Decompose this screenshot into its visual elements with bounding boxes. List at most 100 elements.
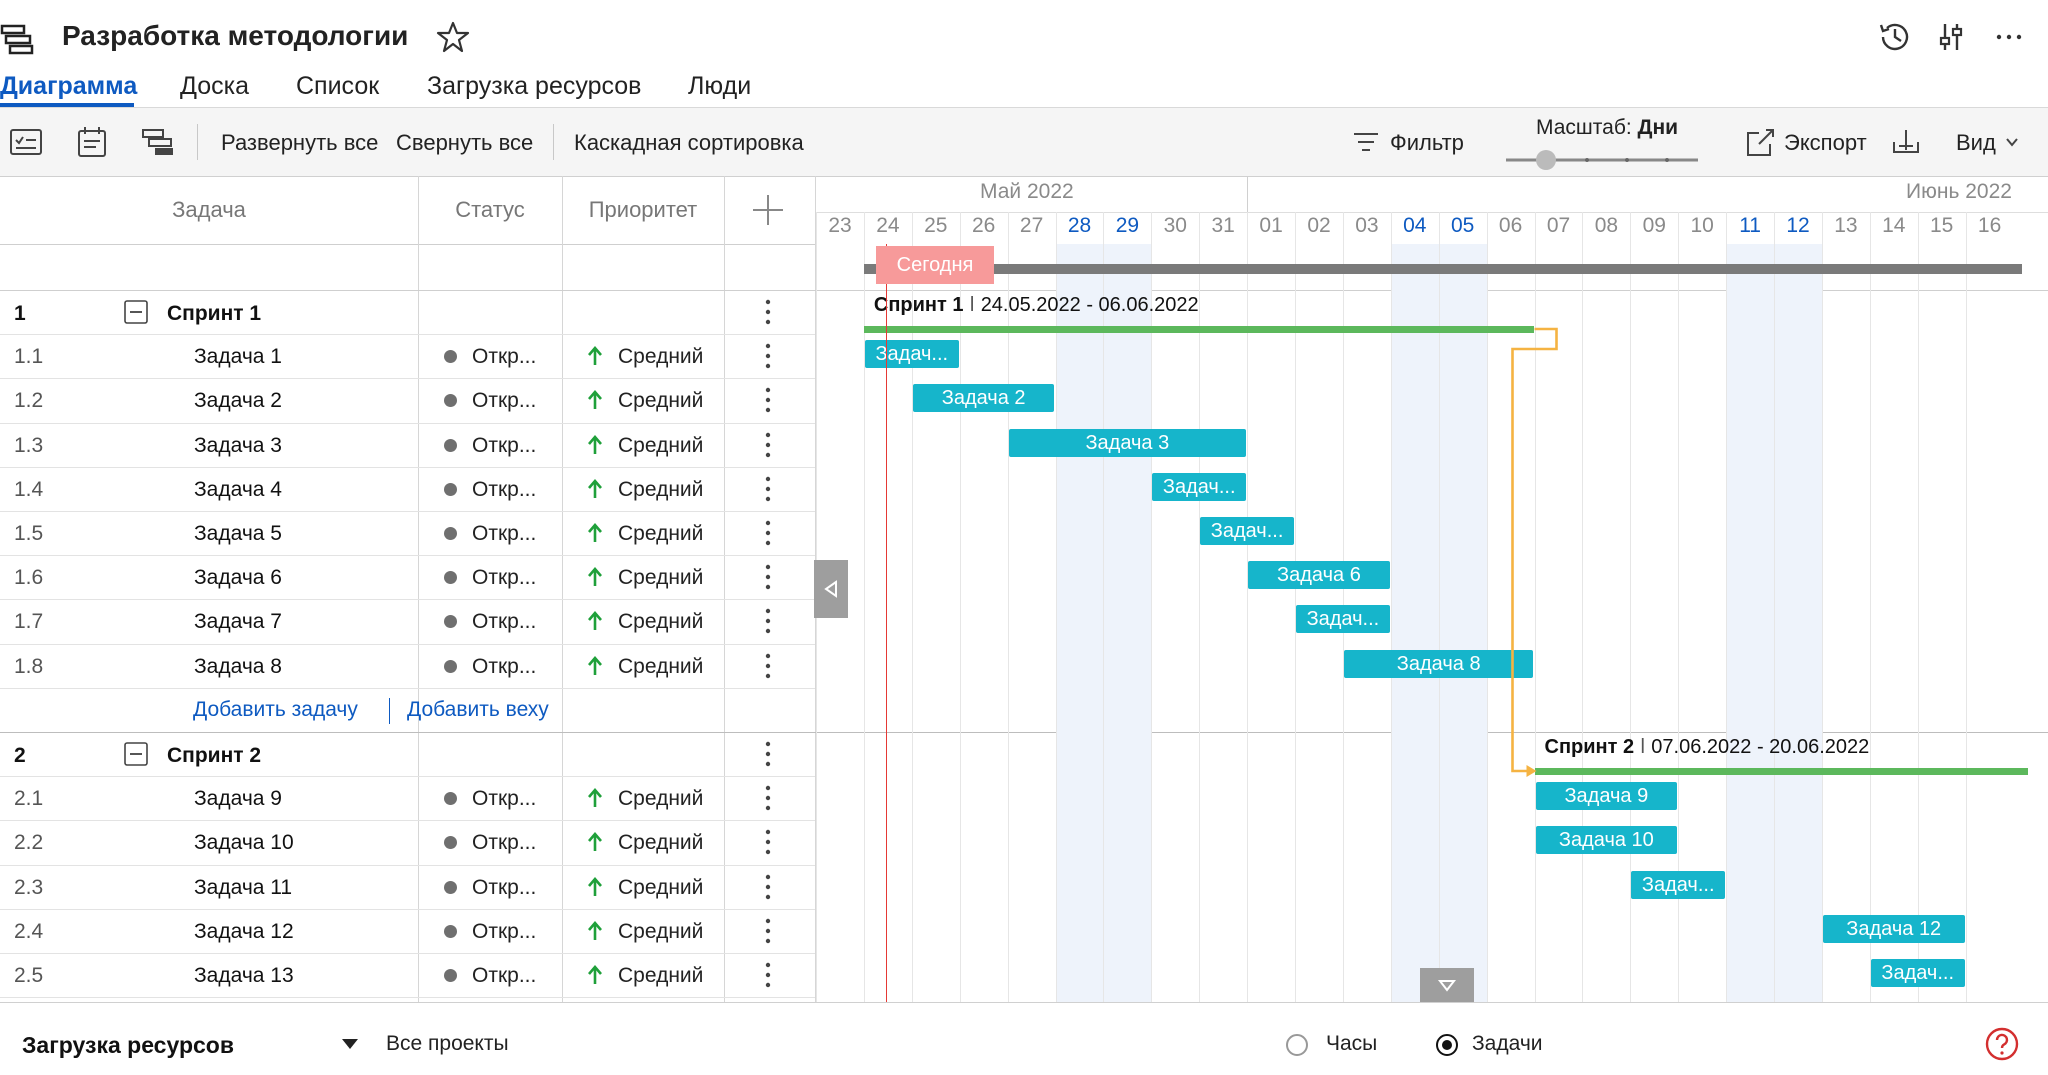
task-priority[interactable]: Средний	[618, 345, 704, 369]
tab-list[interactable]: Список	[296, 72, 380, 100]
task-priority[interactable]: Средний	[618, 433, 704, 457]
task-name[interactable]: Задача 3	[194, 433, 282, 457]
collapse-toggle-icon[interactable]	[124, 742, 148, 766]
column-header-task[interactable]: Задача	[172, 197, 246, 222]
task-name[interactable]: Задача 9	[194, 787, 282, 811]
sprint-summary-bar[interactable]	[863, 326, 1535, 333]
more-icon[interactable]	[1990, 18, 2028, 56]
task-bar[interactable]: Задач...	[864, 340, 959, 369]
kebab-menu-icon[interactable]	[764, 784, 772, 812]
kebab-menu-icon[interactable]	[764, 652, 772, 680]
sprint-name[interactable]: Спринт 2	[167, 744, 262, 767]
caret-down-icon[interactable]	[340, 1036, 360, 1052]
radio-hours[interactable]	[1286, 1034, 1308, 1056]
task-name[interactable]: Задача 6	[194, 566, 282, 590]
scroll-down-handle[interactable]	[1420, 968, 1474, 1002]
task-priority[interactable]: Средний	[618, 831, 704, 855]
kebab-menu-icon[interactable]	[764, 917, 772, 945]
sprint-summary-bar[interactable]	[1534, 768, 2028, 775]
radio-hours-label[interactable]: Часы	[1326, 1032, 1378, 1055]
task-priority[interactable]: Средний	[618, 964, 704, 987]
tab-diagram[interactable]: Диаграмма	[0, 72, 138, 100]
kebab-menu-icon[interactable]	[764, 475, 772, 503]
kebab-menu-icon[interactable]	[764, 961, 772, 989]
tab-people[interactable]: Люди	[688, 72, 752, 100]
task-bar[interactable]: Задач...	[1631, 870, 1726, 899]
task-bar[interactable]: Задача 8	[1343, 649, 1534, 678]
kebab-menu-icon[interactable]	[764, 342, 772, 370]
collapse-grid-handle[interactable]	[814, 560, 848, 618]
task-status[interactable]: Откр...	[472, 345, 537, 369]
task-priority[interactable]: Средний	[618, 875, 704, 899]
radio-tasks-label[interactable]: Задачи	[1472, 1032, 1543, 1055]
task-bar[interactable]: Задача 3	[1008, 428, 1247, 457]
column-header-priority[interactable]: Приоритет	[588, 197, 698, 222]
task-status[interactable]: Откр...	[472, 919, 537, 943]
task-status[interactable]: Откр...	[472, 477, 537, 501]
tab-board[interactable]: Доска	[180, 72, 250, 100]
checklist-icon[interactable]	[8, 124, 44, 160]
task-bar[interactable]: Задача 12	[1822, 914, 1965, 943]
history-icon[interactable]	[1876, 18, 1914, 56]
kebab-menu-icon[interactable]	[764, 519, 772, 547]
radio-tasks[interactable]	[1436, 1034, 1458, 1056]
filter-button[interactable]: Фильтр	[1390, 130, 1464, 155]
task-name[interactable]: Задача 12	[194, 919, 294, 943]
kebab-menu-icon[interactable]	[764, 386, 772, 414]
task-status[interactable]: Откр...	[472, 964, 537, 987]
task-name[interactable]: Задача 11	[194, 875, 293, 899]
task-name[interactable]: Задача 13	[194, 964, 294, 987]
zoom-slider[interactable]	[1502, 150, 1702, 170]
task-bar[interactable]: Задач...	[1296, 605, 1390, 634]
task-status[interactable]: Откр...	[472, 522, 537, 545]
task-bar[interactable]: Задач...	[1200, 517, 1294, 545]
task-priority[interactable]: Средний	[618, 522, 704, 545]
tab-resource-load[interactable]: Загрузка ресурсов	[427, 72, 642, 100]
export-icon[interactable]	[1742, 124, 1778, 160]
projects-select[interactable]: Все проекты	[386, 1032, 509, 1055]
cascade-sort-button[interactable]: Каскадная сортировка	[574, 130, 804, 155]
task-name[interactable]: Задача 7	[194, 610, 282, 634]
expand-all-button[interactable]: Развернуть все	[221, 130, 379, 155]
task-priority[interactable]: Средний	[618, 566, 704, 590]
add-column-icon[interactable]	[750, 192, 786, 228]
task-status[interactable]: Откр...	[472, 566, 537, 590]
kebab-menu-icon[interactable]	[764, 298, 772, 326]
column-header-status[interactable]: Статус	[455, 197, 525, 222]
kebab-menu-icon[interactable]	[764, 740, 772, 768]
task-status[interactable]: Откр...	[472, 433, 537, 457]
task-status[interactable]: Откр...	[472, 389, 537, 413]
task-bar[interactable]: Задача 2	[912, 384, 1055, 413]
kebab-menu-icon[interactable]	[764, 431, 772, 459]
settings-sliders-icon[interactable]	[1932, 18, 1970, 56]
task-status[interactable]: Откр...	[472, 654, 537, 678]
task-bar[interactable]: Задача 9	[1535, 782, 1678, 811]
add-milestone-link[interactable]: Добавить веху	[407, 697, 549, 721]
task-status[interactable]: Откр...	[472, 875, 537, 899]
calendar-list-icon[interactable]	[74, 124, 110, 160]
gantt-icon[interactable]	[140, 124, 176, 160]
task-status[interactable]: Откр...	[472, 831, 537, 855]
export-button[interactable]: Экспорт	[1784, 130, 1867, 155]
sprint-name[interactable]: Спринт 1	[167, 302, 262, 325]
task-name[interactable]: Задача 5	[194, 522, 282, 545]
collapse-toggle-icon[interactable]	[124, 300, 148, 324]
help-icon[interactable]	[1984, 1026, 2020, 1062]
task-bar[interactable]: Задача 6	[1248, 561, 1390, 590]
task-priority[interactable]: Средний	[618, 787, 704, 811]
star-icon[interactable]	[436, 20, 470, 54]
task-name[interactable]: Задача 2	[194, 389, 282, 413]
collapse-all-button[interactable]: Свернуть все	[396, 130, 534, 155]
task-name[interactable]: Задача 4	[194, 477, 282, 501]
task-status[interactable]: Откр...	[472, 787, 537, 811]
task-name[interactable]: Задача 1	[194, 345, 282, 369]
kebab-menu-icon[interactable]	[764, 563, 772, 591]
task-priority[interactable]: Средний	[618, 919, 704, 943]
add-task-link[interactable]: Добавить задачу	[193, 697, 358, 721]
task-name[interactable]: Задача 8	[194, 654, 282, 678]
task-name[interactable]: Задача 10	[194, 831, 294, 855]
task-priority[interactable]: Средний	[618, 610, 704, 634]
kebab-menu-icon[interactable]	[764, 873, 772, 901]
task-priority[interactable]: Средний	[618, 389, 704, 413]
task-status[interactable]: Откр...	[472, 610, 537, 634]
